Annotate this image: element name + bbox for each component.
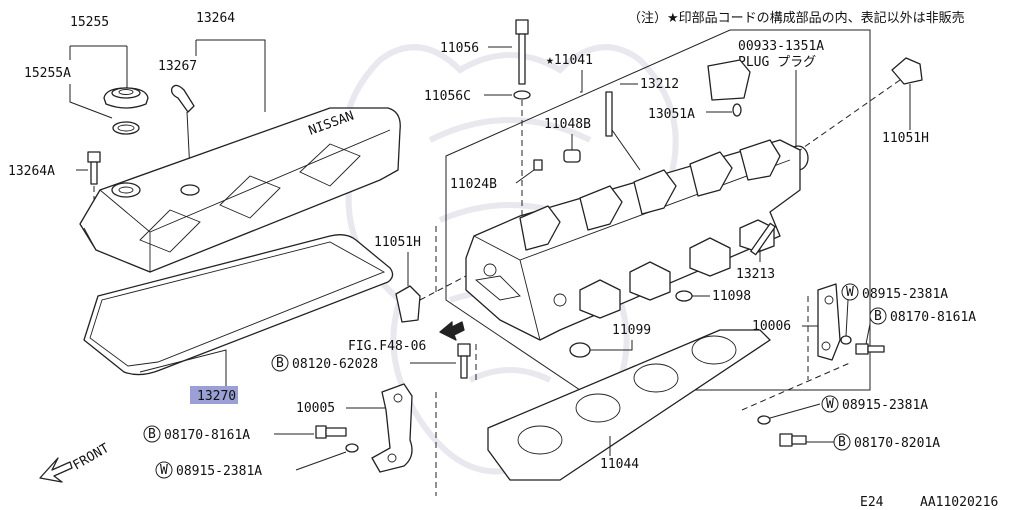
footer-code-right: AA11020216 [920, 495, 998, 510]
bolt-08120: B 08120-62028 [271, 343, 471, 379]
seal-11098 [675, 290, 693, 302]
circle-letter-w-2: W [846, 285, 854, 300]
label-08915-a[interactable]: 08915-2381A [862, 287, 948, 302]
label-08120[interactable]: 08120-62028 [292, 357, 378, 372]
circle-letter-w-1: W [160, 463, 168, 478]
label-00933[interactable]: 00933-1351A [738, 39, 824, 54]
label-13212[interactable]: 13212 [640, 77, 679, 92]
bolt-08170-8201A: B 08170-8201A [779, 433, 940, 451]
front-label: FRONT [71, 441, 113, 474]
washer-08915-left: W 08915-2381A [155, 443, 359, 479]
label-15255A[interactable]: 15255A [24, 66, 71, 81]
cap-gasket [112, 121, 140, 135]
label-10006[interactable]: 10006 [752, 319, 791, 334]
rocker-cover-group: 15255 15255A 13264 13267 13264A [8, 11, 401, 404]
label-13264A[interactable]: 13264A [8, 164, 55, 179]
label-08915-left[interactable]: 08915-2381A [176, 464, 262, 479]
label-13264[interactable]: 13264 [196, 11, 235, 26]
fig-ref-arrow [439, 321, 465, 341]
seal-11048B [563, 149, 581, 163]
plug-text: PLUG プラグ [738, 55, 816, 70]
label-11056[interactable]: 11056 [440, 41, 479, 56]
label-11051H-left[interactable]: 11051H [374, 235, 421, 250]
oil-filler-cap [103, 87, 149, 109]
washer-08915-a: W 08915-2381A [840, 283, 948, 345]
pcv-elbow [170, 84, 195, 113]
front-indicator: FRONT [39, 441, 113, 483]
highlight-box [190, 386, 238, 404]
head-bolt [515, 19, 529, 85]
label-11041[interactable]: ★11041 [546, 53, 593, 68]
label-11051H-right[interactable]: 11051H [882, 131, 929, 146]
label-08170-8161A-right[interactable]: 08170-8161A [890, 310, 976, 325]
bracket-10005: 10005 [296, 383, 437, 496]
label-11048B[interactable]: 11048B [544, 117, 591, 132]
washer-08915-b: W 08915-2381A [757, 395, 928, 425]
head-gasket: 11044 [487, 329, 771, 481]
cover-bolt [87, 151, 101, 185]
label-11098[interactable]: 11098 [712, 289, 751, 304]
bracket-11051H-left [395, 285, 421, 323]
stud-13212 [605, 91, 613, 137]
label-13270[interactable]: 13270 [197, 389, 236, 404]
plug-part [707, 59, 809, 171]
fig-ref-label[interactable]: FIG.F48-06 [348, 339, 426, 354]
label-13213[interactable]: 13213 [736, 267, 775, 282]
pin-13051A [732, 103, 742, 117]
label-13051A[interactable]: 13051A [648, 107, 695, 122]
label-11024B[interactable]: 11024B [450, 177, 497, 192]
label-11044[interactable]: 11044 [600, 457, 639, 472]
note-text: （注）★印部品コードの構成部品の内、表記以外は非販売 [628, 10, 965, 26]
label-08170-8161A-left[interactable]: 08170-8161A [164, 428, 250, 443]
bolt-08170-right: B 08170-8161A [855, 307, 976, 355]
label-10005[interactable]: 10005 [296, 401, 335, 416]
circle-letter-w-3: W [826, 397, 834, 412]
circle-letter-b-4: B [838, 435, 846, 450]
cover-gasket [83, 234, 394, 376]
footer-code-left: E24 [860, 495, 884, 510]
rocker-cover: NISSAN [79, 107, 401, 273]
circle-letter-b-2: B [148, 427, 156, 442]
stud-11024B [533, 159, 543, 171]
label-08915-b[interactable]: 08915-2381A [842, 398, 928, 413]
stud-13213 [750, 222, 776, 256]
label-08170-8201A[interactable]: 08170-8201A [854, 436, 940, 451]
bracket-10006: 10006 [752, 283, 841, 380]
bracket-11051H-right [891, 57, 923, 85]
front-arrow-icon [39, 457, 73, 483]
bolt-08170-left: B 08170-8161A [143, 425, 347, 443]
cylinder-head [465, 139, 801, 341]
dashed-guide [741, 361, 853, 411]
label-13267[interactable]: 13267 [158, 59, 197, 74]
label-11056C[interactable]: 11056C [424, 89, 471, 104]
label-11099[interactable]: 11099 [612, 323, 651, 338]
bolt-washer [513, 90, 531, 100]
seal-11099 [569, 342, 591, 358]
label-15255[interactable]: 15255 [70, 15, 109, 30]
cylinder-head-group: 11056 11056C ★11041 13212 00933-1351A PL… [348, 19, 929, 391]
assembly-outline [445, 29, 871, 391]
circle-letter-b-1: B [276, 356, 284, 371]
circle-letter-b-3: B [874, 309, 882, 324]
